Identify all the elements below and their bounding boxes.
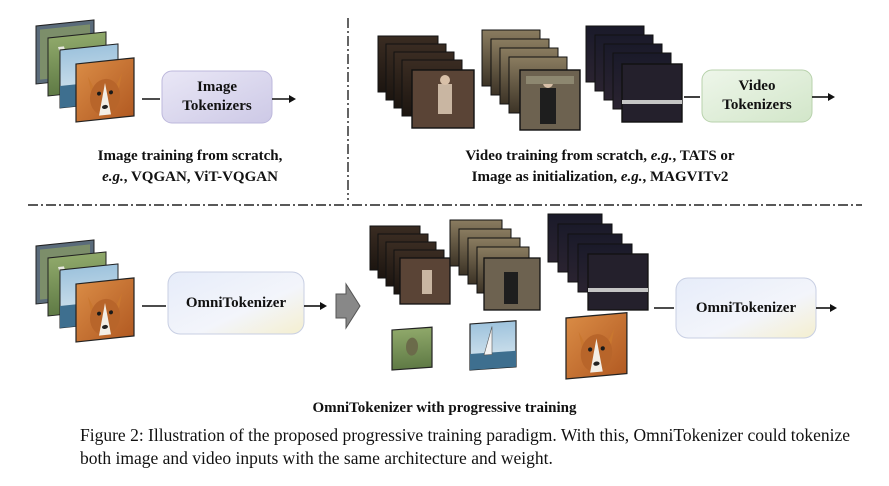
progressive-block-arrow-icon <box>335 282 361 330</box>
single-image-boat <box>469 320 517 371</box>
top-right-caption-l2-eg: e.g. <box>620 169 643 185</box>
top-left-subcaption: Image training from scratch, e.g., VQGAN… <box>40 146 340 188</box>
image-tokenizers-label-2: Tokenizers <box>182 98 252 114</box>
video-tokenizers-label-1: Video <box>738 78 776 94</box>
top-image-stack <box>36 20 134 122</box>
single-image-dog <box>565 311 628 380</box>
omni-left-box-bg <box>167 271 305 335</box>
omni-tokenizer-left-label: OmniTokenizer <box>185 294 287 311</box>
bottom-video-stack-1 <box>369 225 451 305</box>
arrowhead-icon <box>289 95 296 103</box>
bottom-video-stack-2 <box>449 219 541 311</box>
image-tokenizers-label-1: Image <box>196 79 237 95</box>
omni-tokenizer-left-box: OmniTokenizer <box>168 272 304 334</box>
top-video-stack-1 <box>377 35 475 129</box>
top-video-stack-3 <box>585 25 683 123</box>
top-left-caption-eg: e.g. <box>102 169 124 185</box>
omni-tokenizer-right-label: OmniTokenizer <box>695 299 797 316</box>
video-tokenizers-label-2: Tokenizers <box>722 97 792 113</box>
top-right-caption-l1b: , TATS or <box>672 148 735 164</box>
bottom-subcaption: OmniTokenizer with progressive training <box>312 400 577 416</box>
image-tokenizers-box-bg <box>161 70 273 124</box>
single-image-bird <box>391 326 433 371</box>
top-left-caption-line1: Image training from scratch, <box>97 148 283 164</box>
top-right-caption-l2b: , MAGVITv2 <box>642 169 729 185</box>
top-right-subcaption: Video training from scratch, e.g., TATS … <box>400 146 800 188</box>
top-left-caption-line2: , VQGAN, ViT-VQGAN <box>123 169 278 185</box>
top-right-caption-l1a: Video training from scratch, <box>465 148 651 164</box>
bottom-image-stack <box>36 240 134 342</box>
figure-caption: Figure 2: Illustration of the proposed p… <box>80 425 851 468</box>
arrowhead-icon <box>828 93 835 101</box>
omni-tokenizer-right-box: OmniTokenizer <box>676 278 816 338</box>
top-right-caption-l2a: Image as initialization, <box>471 169 621 185</box>
video-tokenizers-box-bg <box>701 69 813 123</box>
top-video-stack-2 <box>481 29 581 131</box>
arrowhead-icon <box>830 304 837 312</box>
bottom-video-stack-3 <box>547 213 649 311</box>
arrowhead-icon <box>320 302 327 310</box>
top-right-caption-l1-eg: e.g. <box>650 148 673 164</box>
